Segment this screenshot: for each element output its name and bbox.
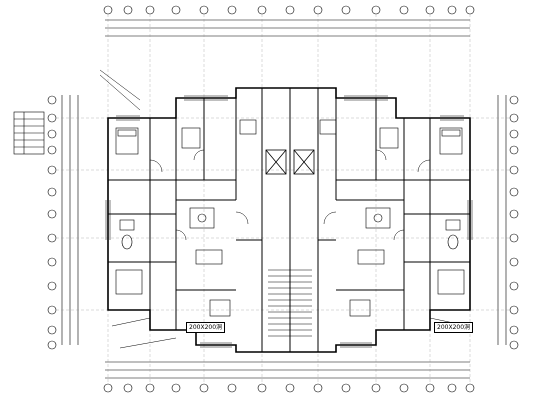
exterior-walls xyxy=(107,87,471,353)
top-axis-bubbles xyxy=(103,5,475,15)
interior-walls xyxy=(108,88,470,352)
elevator-shafts xyxy=(265,149,315,175)
leader-lines xyxy=(99,69,469,349)
furniture xyxy=(115,119,465,317)
tag-left: 200X200洞 xyxy=(186,322,226,333)
left-axis-bubbles xyxy=(47,95,57,350)
windows xyxy=(105,95,473,348)
legend-table xyxy=(13,111,45,155)
door-swings xyxy=(149,149,431,241)
tag-right: 200X200洞 xyxy=(434,322,474,333)
right-axis-bubbles xyxy=(509,95,519,350)
bottom-axis-bubbles xyxy=(103,383,475,393)
dimension-lines xyxy=(61,19,507,379)
stair-treads xyxy=(268,266,312,340)
